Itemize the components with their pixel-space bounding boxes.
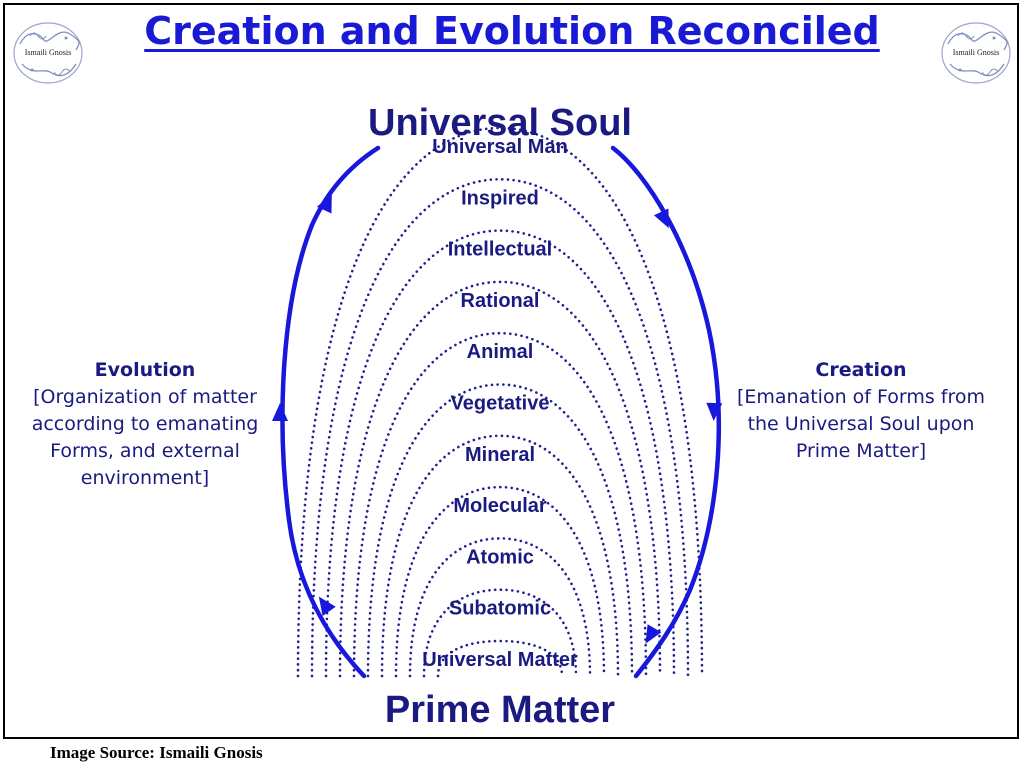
level-arc-rational [338, 280, 662, 678]
level-arc-vegetative [366, 383, 634, 678]
creation-arrow-icon [706, 402, 723, 421]
evolution-curve-left [280, 145, 381, 679]
level-label-inspired: Inspired [461, 187, 539, 209]
evolution-heading: Evolution [94, 359, 196, 381]
level-label-vegetative: Vegetative [451, 393, 550, 415]
level-arc-mineral [380, 434, 620, 678]
page-title-text: Creation and Evolution Reconciled [144, 9, 880, 53]
evolution-arrow-icon [318, 596, 336, 616]
page-title: Creation and Evolution Reconciled [0, 8, 1024, 54]
prime-matter-label: Prime Matter [385, 689, 615, 731]
evolution-block: Evolution [Organization of matter accord… [20, 357, 270, 492]
level-label-atomic: Atomic [466, 546, 534, 568]
universal-soul-label: Universal Soul [368, 102, 632, 144]
image-source-caption: Image Source: Ismaili Gnosis [50, 743, 263, 762]
level-labels: Universal ManInspiredIntellectualRationa… [422, 136, 578, 671]
calligraphy-logo-icon [941, 22, 1011, 84]
level-label-mineral: Mineral [465, 444, 535, 466]
level-arc-subatomic [422, 588, 578, 678]
creation-arrow-icon [653, 208, 669, 229]
creation-arrow-icon [645, 624, 662, 644]
page-frame [3, 3, 1019, 739]
creation-description: [Emanation of Forms from the Universal S… [736, 386, 986, 462]
level-label-subatomic: Subatomic [449, 598, 551, 620]
logo-text: Ismaili Gnosis [952, 48, 1000, 57]
level-label-universal-man: Universal Man [432, 136, 568, 158]
level-label-molecular: Molecular [453, 495, 547, 517]
level-arc-atomic [408, 537, 592, 678]
evolution-description: [Organization of matter according to ema… [31, 386, 259, 489]
level-arc-universal-matter [436, 639, 564, 678]
creation-block: Creation [Emanation of Forms from the Un… [736, 357, 986, 465]
level-arc-intellectual [324, 229, 676, 678]
level-arc-inspired [310, 177, 690, 678]
level-label-rational: Rational [461, 290, 540, 312]
level-label-animal: Animal [467, 341, 534, 363]
ismaili-gnosis-logo-left: Ismaili Gnosis [10, 20, 86, 86]
evolution-arrow-icon [272, 403, 288, 421]
level-label-intellectual: Intellectual [448, 239, 552, 261]
outer-cycle-curves [272, 145, 723, 679]
ismaili-gnosis-logo-right: Ismaili Gnosis [938, 20, 1014, 86]
level-arc-molecular [394, 485, 606, 678]
level-arc-animal [352, 331, 648, 678]
creation-heading: Creation [815, 359, 907, 381]
calligraphy-logo-icon [13, 22, 83, 84]
evolution-arrow-icon [316, 193, 332, 214]
dotted-level-arcs [296, 126, 704, 678]
logo-text: Ismaili Gnosis [24, 48, 72, 57]
level-label-universal-matter: Universal Matter [422, 649, 578, 671]
